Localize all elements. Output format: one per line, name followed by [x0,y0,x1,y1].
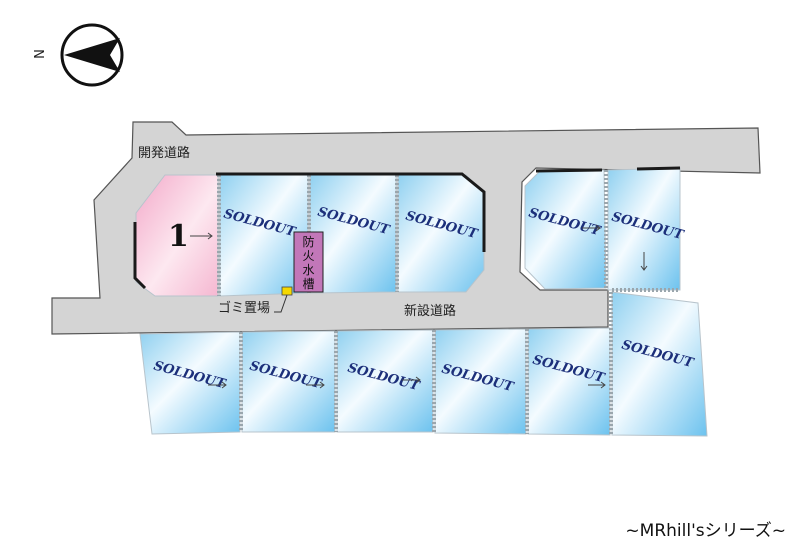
garbage-station [281,286,293,296]
arrow-down-icon [640,252,648,271]
new-road-label: 新設道路 [404,303,456,319]
garbage-leader-line [274,294,288,313]
lot-arrows [208,224,648,389]
lot-1-arrow-icon [190,232,213,240]
fire-tank-char-3: 水 [302,263,314,277]
upper-lots [133,166,681,297]
garbage-label: ゴミ置場 [218,300,270,316]
arrow-right-icon [582,224,601,232]
development-road-label: 開発道路 [138,145,190,161]
compass-north-label: N [33,49,48,59]
fire-tank-char-1: 防 [302,234,314,249]
lot-12 [611,291,708,437]
arrow-right-icon [306,381,325,389]
series-label: ~MRhill'sシリーズ~ [625,521,786,541]
lower-lots [139,288,708,437]
arrow-right-icon [208,381,227,389]
fire-tank-char-2: 火 [302,249,314,263]
fire-water-tank: 防 火 水 槽 [293,231,324,293]
lot-7 [139,331,241,435]
arrow-right-icon [402,376,421,384]
fire-tank-char-4: 槽 [302,277,314,291]
north-arrow-icon [64,38,120,72]
arrow-right-icon [588,381,606,389]
compass: N [33,23,124,87]
lot-1-number: 1 [168,219,189,254]
